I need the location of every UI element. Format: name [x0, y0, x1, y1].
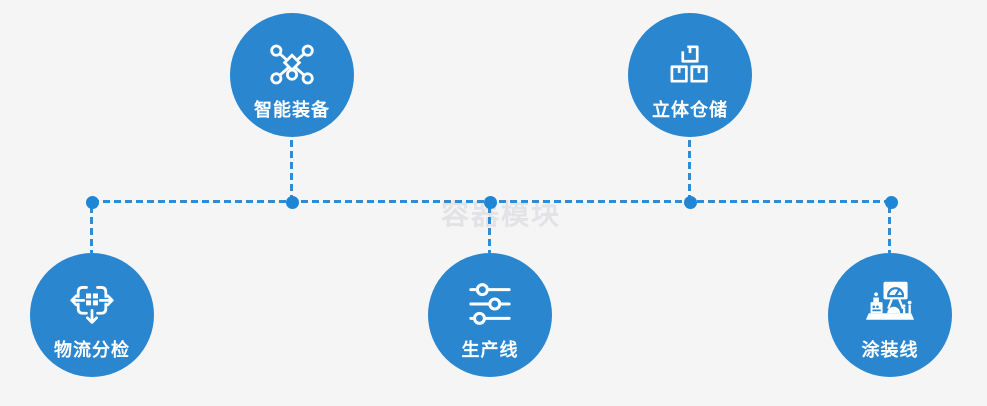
- sort-dispatch-icon: [68, 280, 116, 328]
- watermark: 容器模块: [441, 199, 562, 230]
- node-production-line: 生产线: [428, 253, 552, 377]
- node-painting-line: 涂装线: [828, 253, 952, 377]
- node-logistics-sorting: 物流分检: [30, 253, 154, 377]
- node-vertical-warehouse: 立体仓储: [628, 13, 752, 137]
- node-label: 智能装备: [254, 100, 330, 120]
- connector-dot: [85, 195, 99, 209]
- network-nodes-icon: [268, 40, 316, 88]
- control-station-icon: [862, 280, 918, 328]
- connector-vertical-right: [888, 206, 891, 253]
- connector-dot: [683, 195, 697, 209]
- sliders-icon: [467, 280, 513, 328]
- node-label: 生产线: [461, 340, 519, 360]
- node-label: 涂装线: [861, 340, 919, 360]
- connector-dot: [483, 195, 497, 209]
- connector-vertical-top-left: [290, 140, 293, 198]
- connector-vertical-center: [488, 206, 491, 253]
- stacked-boxes-icon: [669, 40, 711, 88]
- node-smart-equipment: 智能装备: [230, 13, 354, 137]
- connector-vertical-left: [90, 206, 93, 253]
- connector-vertical-top-right: [688, 140, 691, 198]
- connector-dot: [285, 195, 299, 209]
- connector-dot: [884, 195, 898, 209]
- node-label: 物流分检: [54, 340, 130, 360]
- node-label: 立体仓储: [652, 100, 728, 120]
